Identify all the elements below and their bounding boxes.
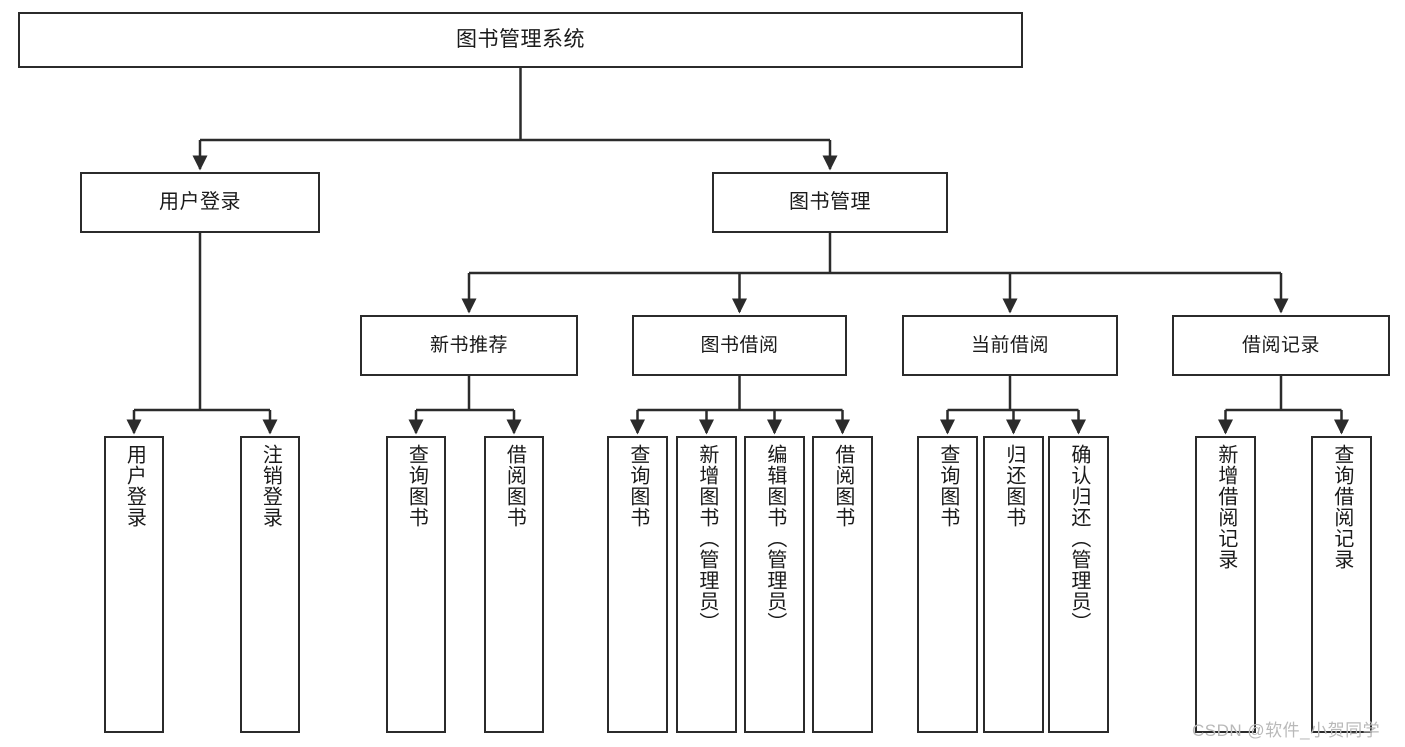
node-label: 图书管理 xyxy=(789,191,871,214)
node-leaf-user-login[interactable]: 用户登录 xyxy=(104,436,164,733)
node-label: 图书借阅 xyxy=(700,334,779,356)
node-leaf-logout[interactable]: 注销登录 xyxy=(240,436,300,733)
node-label: 图书管理系统 xyxy=(456,28,585,52)
node-label: 新增借阅记录 xyxy=(1214,444,1237,570)
node-leaf-confirm-return-admin[interactable]: 确认归还（管理员） xyxy=(1048,436,1109,733)
node-book-manage[interactable]: 图书管理 xyxy=(712,172,948,233)
node-leaf-add-borrow-record[interactable]: 新增借阅记录 xyxy=(1195,436,1256,733)
node-label: 当前借阅 xyxy=(970,334,1049,356)
node-book-borrow[interactable]: 图书借阅 xyxy=(632,315,847,376)
node-label: 查询图书 xyxy=(405,444,428,528)
node-borrow-record[interactable]: 借阅记录 xyxy=(1172,315,1390,376)
node-leaf-query-book-current[interactable]: 查询图书 xyxy=(917,436,978,733)
node-label: 查询借阅记录 xyxy=(1330,444,1353,570)
node-label: 用户登录 xyxy=(159,191,241,214)
node-label: 编辑图书（管理员） xyxy=(763,444,786,633)
node-leaf-borrow-book[interactable]: 借阅图书 xyxy=(812,436,873,733)
node-new-book-rec[interactable]: 新书推荐 xyxy=(360,315,578,376)
node-leaf-add-book-admin[interactable]: 新增图书（管理员） xyxy=(676,436,737,733)
node-label: 新书推荐 xyxy=(429,334,508,356)
node-leaf-query-book-borrow[interactable]: 查询图书 xyxy=(607,436,668,733)
node-leaf-return-book[interactable]: 归还图书 xyxy=(983,436,1044,733)
node-label: 确认归还（管理员） xyxy=(1067,444,1090,633)
node-label: 查询图书 xyxy=(936,444,959,528)
node-user-login[interactable]: 用户登录 xyxy=(80,172,320,233)
node-label: 借阅图书 xyxy=(831,444,854,528)
node-current-borrow[interactable]: 当前借阅 xyxy=(902,315,1118,376)
node-leaf-query-borrow-record[interactable]: 查询借阅记录 xyxy=(1311,436,1372,733)
node-label: 归还图书 xyxy=(1002,444,1025,528)
node-leaf-edit-book-admin[interactable]: 编辑图书（管理员） xyxy=(744,436,805,733)
node-label: 用户登录 xyxy=(123,444,146,528)
node-label: 查询图书 xyxy=(626,444,649,528)
csdn-watermark: CSDN @软件_小贺同学 xyxy=(1192,721,1381,740)
node-root[interactable]: 图书管理系统 xyxy=(18,12,1023,68)
node-label: 借阅记录 xyxy=(1241,334,1320,356)
node-label: 借阅图书 xyxy=(503,444,526,528)
node-leaf-borrow-book-rec[interactable]: 借阅图书 xyxy=(484,436,544,733)
node-label: 注销登录 xyxy=(259,444,282,528)
node-leaf-query-book-rec[interactable]: 查询图书 xyxy=(386,436,446,733)
node-label: 新增图书（管理员） xyxy=(695,444,718,633)
